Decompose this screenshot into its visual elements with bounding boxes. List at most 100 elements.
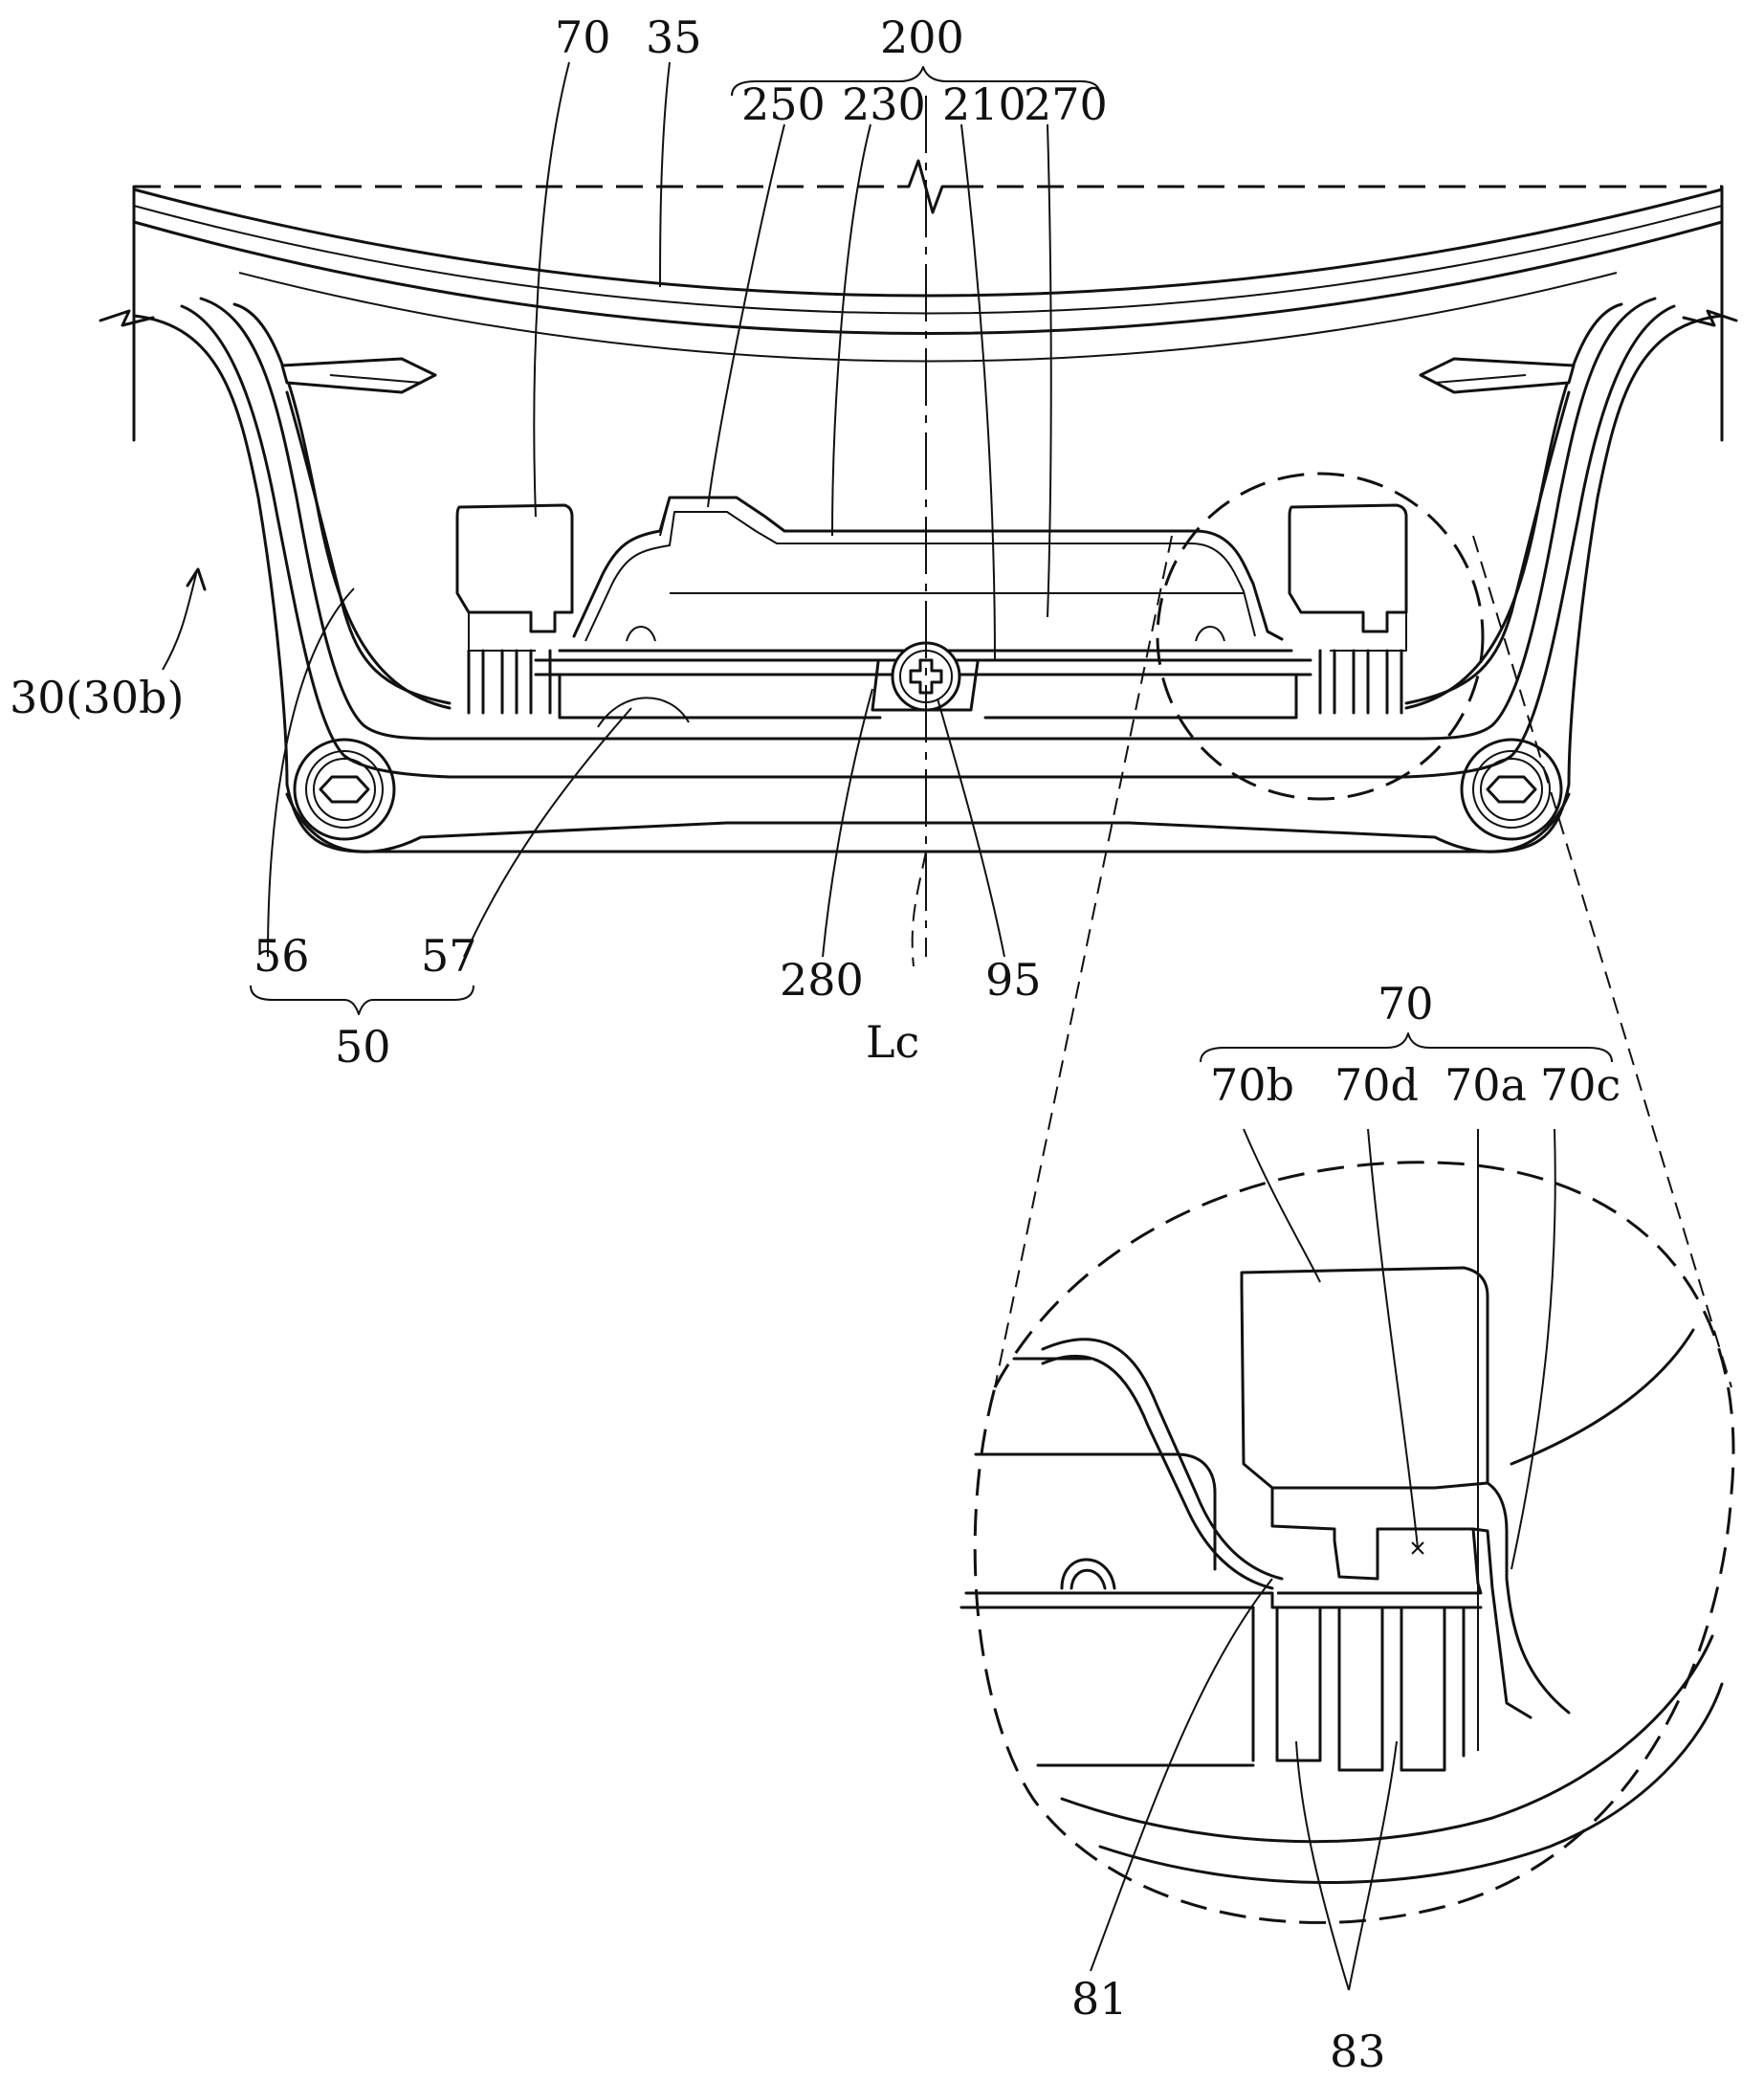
label-270: 270: [1024, 78, 1108, 130]
left-break-mark: [99, 309, 155, 327]
label-250: 250: [741, 78, 826, 130]
cover-230-inner: [584, 511, 1256, 642]
zoom-line-left: [994, 535, 1173, 1388]
leader-83-b: [1348, 1740, 1398, 1991]
floor-curve-detail: [1060, 1634, 1714, 1844]
arrow-30-head: [186, 567, 207, 591]
cover-250-bump: [659, 497, 671, 537]
module-left-wall: [558, 673, 882, 720]
bracket-lower-edge: [285, 792, 1571, 853]
latch-left-legs: [467, 649, 552, 715]
rail-56-left-inner: [285, 390, 452, 705]
outer-wall-detail: [1510, 1328, 1695, 1466]
brace-200: [731, 66, 1101, 97]
label-70c: 70c: [1540, 1059, 1621, 1111]
ledge-right-line: [1434, 374, 1527, 384]
leader-250: [707, 123, 785, 508]
ledge-left: [280, 357, 437, 394]
ring-35-band-2: [132, 220, 1724, 335]
leader-70: [533, 61, 570, 518]
label-56: 56: [254, 930, 310, 982]
label-70-top: 70: [555, 11, 611, 63]
channel-wall-outer-right: [1404, 304, 1676, 779]
latch-70c-wall-inner: [1471, 1527, 1532, 1719]
label-35: 35: [646, 11, 702, 63]
channel-wall-outer-left: [180, 304, 452, 779]
latch-70-left: [455, 503, 574, 633]
leader-70b: [1243, 1128, 1321, 1283]
label-50: 50: [335, 1021, 391, 1073]
label-280: 280: [780, 954, 864, 1006]
ring-35-outer: [132, 188, 1724, 298]
main-view: [99, 61, 1738, 1388]
label-230: 230: [842, 78, 926, 130]
label-83: 83: [1330, 2026, 1386, 2077]
ledge-right: [1419, 357, 1576, 394]
latch-70-left-face: [468, 612, 536, 652]
plate-detail-lower: [959, 1606, 1255, 1762]
latch-70-detail-body: [1270, 1488, 1483, 1595]
leader-270: [1047, 123, 1052, 618]
label-lc: Lc: [866, 1016, 919, 1068]
latch-70-detail-top: [1240, 1266, 1489, 1490]
latch-70-right-face: [1330, 612, 1407, 652]
leader-35: [659, 61, 671, 288]
label-70b: 70b: [1210, 1059, 1294, 1111]
channel-wall-inner-right: [1414, 297, 1657, 741]
leader-83-a: [1295, 1740, 1350, 1991]
leader-57: [463, 707, 632, 958]
module-right-wall: [983, 673, 1298, 720]
plate-detail: [964, 1591, 1483, 1609]
cover-cable-2: [1041, 1354, 1274, 1590]
label-30-30b: 30(30b): [10, 672, 184, 723]
brace-50: [250, 985, 474, 1015]
label-81: 81: [1071, 1973, 1128, 2025]
label-70a: 70a: [1444, 1059, 1527, 1111]
channel-wall-inner-left: [199, 297, 442, 741]
label-70d: 70d: [1334, 1059, 1419, 1111]
slot-detail: [1060, 1558, 1116, 1590]
housing-detail-top: [974, 1452, 1217, 1571]
ring-35-band-1: [133, 205, 1723, 315]
legs-83: [1275, 1606, 1466, 1772]
cover-cable: [1041, 1338, 1284, 1581]
leader-210: [960, 123, 996, 661]
leader-81: [1090, 1578, 1273, 1972]
brace-70-detail: [1200, 1032, 1613, 1063]
ledge-left-line: [329, 374, 422, 384]
detail-callout-circle: [1156, 472, 1485, 801]
reference-labels: 70 35 200 250 230 210 270 30(30b) 56 57 …: [10, 11, 1621, 2077]
leader-70d: [1367, 1128, 1419, 1549]
slot-left: [626, 626, 656, 642]
rib-57: [597, 697, 690, 728]
ring-35-inner: [238, 272, 1618, 363]
lc-leader: [911, 851, 927, 967]
leader-280: [822, 688, 873, 958]
label-95: 95: [985, 954, 1042, 1006]
label-57: 57: [421, 930, 477, 982]
slot-right: [1195, 626, 1225, 642]
cover-230: [572, 496, 1284, 641]
latch-right-legs: [1318, 649, 1403, 715]
latch-70c-wall: [1486, 1481, 1571, 1715]
screw-cross-icon: [909, 658, 943, 695]
label-200: 200: [880, 11, 964, 63]
label-70-detail: 70: [1378, 978, 1434, 1030]
bolt-left: [293, 738, 396, 841]
label-210: 210: [942, 78, 1026, 130]
bolt-right: [1460, 738, 1563, 841]
detail-view: [959, 1128, 1735, 1991]
leader-230: [831, 123, 871, 537]
latch-70-right: [1288, 503, 1408, 633]
break-zigzag: [907, 159, 959, 214]
floor-curve-detail-2: [1098, 1682, 1724, 1884]
rail-56-right-inner: [1404, 390, 1571, 705]
leader-70c: [1510, 1128, 1556, 1570]
arrow-30: [162, 573, 197, 671]
leader-95: [937, 698, 1005, 958]
leader-56: [267, 587, 355, 958]
zoom-line-right: [1472, 535, 1732, 1388]
bracket-outer-profile: [132, 314, 1724, 853]
